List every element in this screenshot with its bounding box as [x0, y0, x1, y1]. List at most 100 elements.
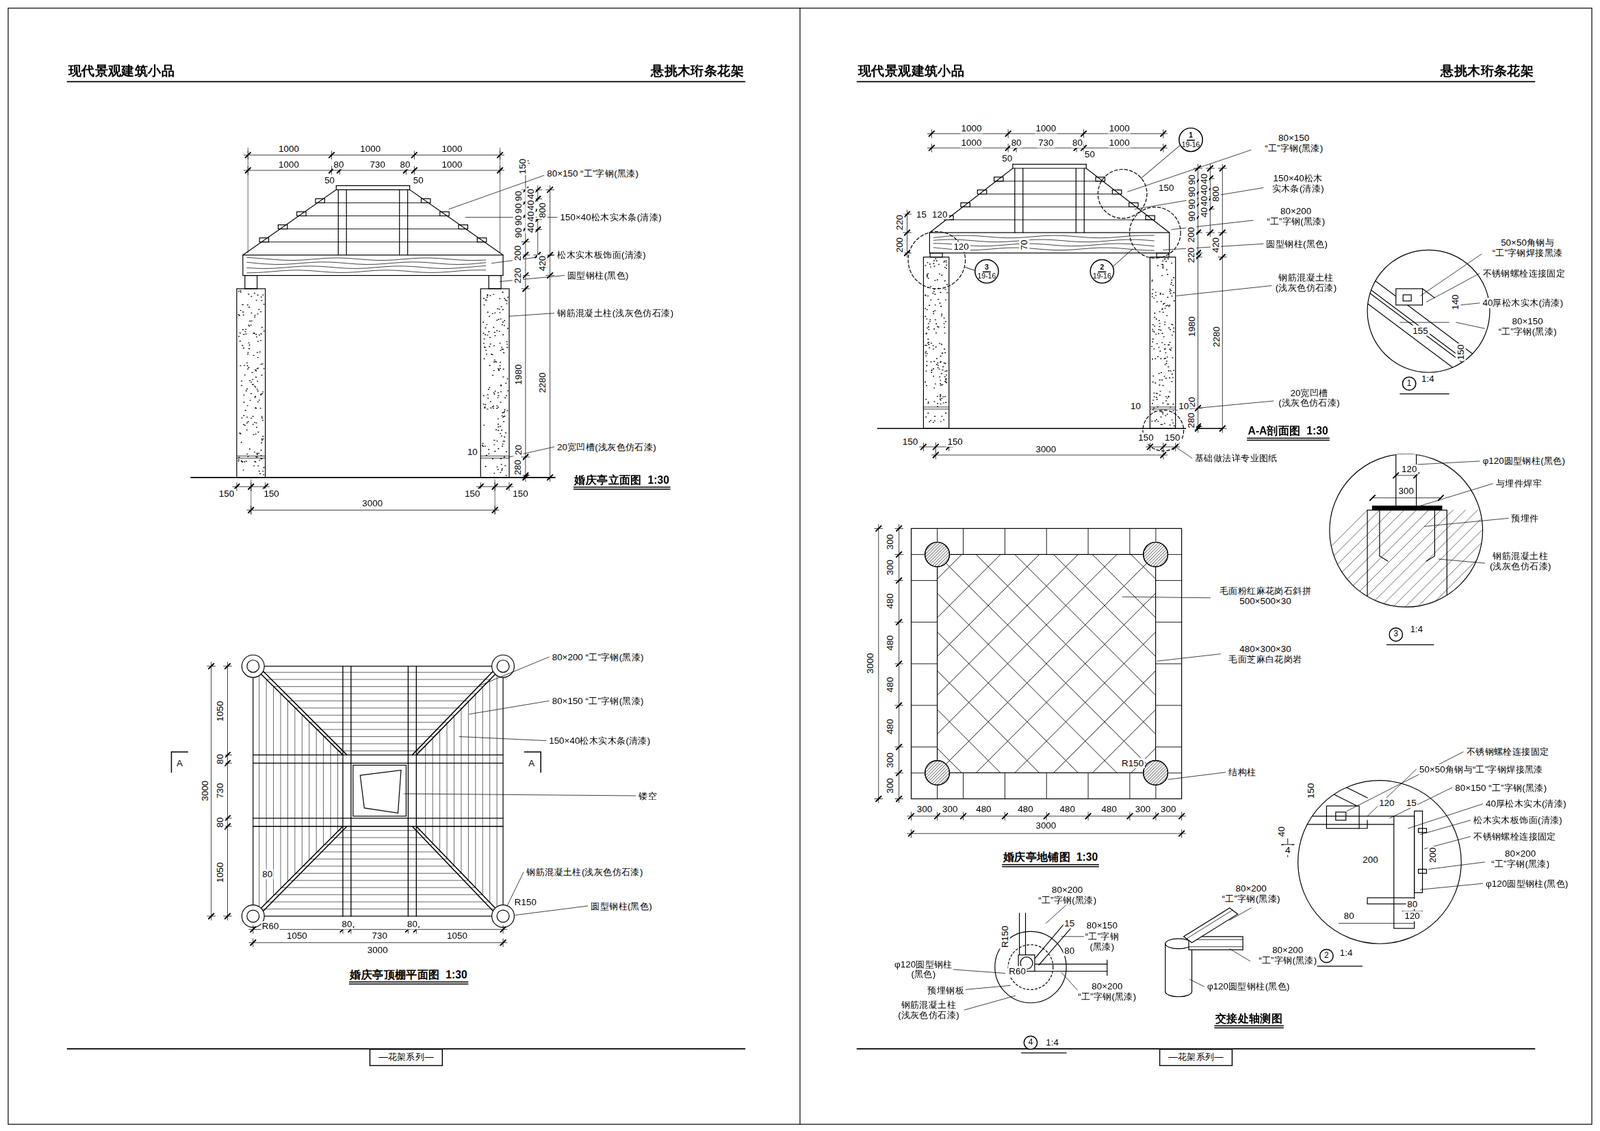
annotation-text: 圆型钢柱(黑色)	[566, 270, 630, 281]
drawing-line	[1155, 622, 1182, 623]
drawing-rect	[244, 275, 258, 289]
drawing-line	[937, 554, 1156, 773]
drawing-line	[1149, 760, 1175, 786]
drawing-line	[931, 760, 957, 786]
drawing-line	[223, 665, 232, 667]
clipped-detail	[1118, 542, 1190, 568]
drawing-line	[938, 554, 1156, 773]
drawing-line	[295, 707, 463, 709]
drawing-line	[1408, 804, 1483, 829]
dimension-text: 1980	[1186, 315, 1197, 339]
clipped-detail	[937, 554, 1156, 773]
drawing-line	[878, 524, 879, 803]
drawing-rect	[994, 177, 1004, 182]
drawing-path	[359, 770, 402, 814]
dimension-text: 90	[513, 189, 524, 202]
drawing-line	[171, 751, 188, 753]
drawing-line	[1088, 772, 1089, 799]
drawing-rect	[1372, 506, 1442, 511]
drawing-line	[424, 745, 426, 837]
drawing-line	[480, 455, 510, 457]
drawing-line	[1338, 923, 1414, 924]
dimension-text: R60	[260, 921, 280, 932]
drawing-line	[874, 528, 883, 529]
drawing-line	[1438, 559, 1485, 564]
drawing-line	[937, 554, 1156, 773]
drawing-line	[1155, 704, 1182, 706]
dimension-text: 1050	[285, 930, 308, 941]
drawing-line	[964, 995, 1016, 1011]
dimension-text: 40	[525, 221, 536, 235]
drawing-line	[1022, 168, 1024, 233]
drawing-line	[253, 763, 503, 764]
label-line: 150×40松木	[1272, 173, 1325, 184]
dimension-text: 90	[1186, 197, 1197, 211]
annotation-text: 钢筋混凝土柱(浅灰色仿石漆)	[556, 307, 675, 319]
node-text: 3	[1393, 630, 1399, 639]
drawing-line	[1015, 554, 1156, 773]
dimension-text: 80	[1071, 137, 1085, 148]
dimension-text: 480	[885, 717, 896, 735]
clipped-detail	[900, 760, 972, 786]
drawing-line	[1158, 760, 1184, 786]
drawing-line	[499, 147, 501, 254]
dimension-text: 150	[463, 488, 482, 499]
drawing-line	[496, 672, 498, 911]
drawing-line	[925, 760, 950, 786]
drawing-line	[1191, 943, 1193, 992]
drawing-line	[946, 542, 972, 568]
drawing-line	[1386, 644, 1434, 646]
drawing-line	[921, 542, 947, 568]
drawing-line	[937, 554, 1156, 773]
drawing-path	[1183, 908, 1238, 944]
dimension-text: 1:4	[1420, 372, 1436, 384]
dimension-text: 480	[1100, 804, 1118, 815]
dimension-text: 1000	[960, 137, 983, 148]
wood-grain	[247, 270, 486, 274]
label-line: 80×200	[1038, 884, 1097, 895]
drawing-line	[1129, 772, 1130, 799]
drawing-title: 婚庆亭立面图 1:30	[573, 473, 670, 490]
drawing-line	[977, 554, 1156, 773]
annotation-text: 镂空	[637, 790, 659, 801]
drawing-line	[1084, 168, 1085, 233]
footer-box: —花架系列—	[1159, 1048, 1233, 1066]
drawing-path	[1426, 510, 1436, 562]
dimension-text: 1000	[1107, 137, 1131, 148]
drawing-line	[1218, 256, 1227, 258]
drawing-line	[923, 442, 924, 451]
sheet-header: 悬挑木珩条花架	[650, 63, 746, 79]
drawing-rect	[930, 253, 943, 258]
drawing-line	[937, 554, 1117, 773]
dimension-text: 80	[214, 816, 226, 829]
dimension-text: 150	[1157, 182, 1176, 193]
drawing-line	[273, 686, 484, 688]
label-line: 80×150	[1498, 316, 1557, 327]
label-line: “工”字钢(黑漆)	[1077, 991, 1137, 1002]
drawing-line	[1420, 820, 1471, 835]
detail-callout: 319-16	[974, 259, 1000, 285]
drawing-line	[1125, 542, 1150, 568]
label-line: 毛面芝麻白花岗岩	[1228, 654, 1302, 665]
node-text: —花架系列—	[1168, 1050, 1224, 1064]
drawing-line	[350, 666, 352, 917]
drawing-line	[895, 554, 904, 556]
drawing-circle	[908, 231, 965, 289]
dimension-text: 120	[1403, 910, 1421, 922]
drawing-line	[317, 202, 429, 204]
drawing-rect	[1414, 810, 1423, 893]
dimension-text: 15	[914, 208, 928, 219]
label-line: 80×200	[1266, 205, 1325, 217]
drawing-line	[259, 672, 498, 673]
drawing-rect	[929, 232, 1169, 254]
dimension-text: 10	[1129, 401, 1143, 412]
drawing-line	[509, 482, 510, 491]
dimension-text: 40	[525, 199, 536, 212]
drawing-line	[1171, 220, 1254, 230]
drawing-line	[909, 760, 935, 786]
drawing-line	[308, 721, 310, 861]
drawing-line	[302, 715, 456, 716]
drawing-line	[1389, 510, 1503, 623]
node-text: 4	[1028, 1038, 1034, 1048]
drawing-line	[521, 476, 530, 478]
